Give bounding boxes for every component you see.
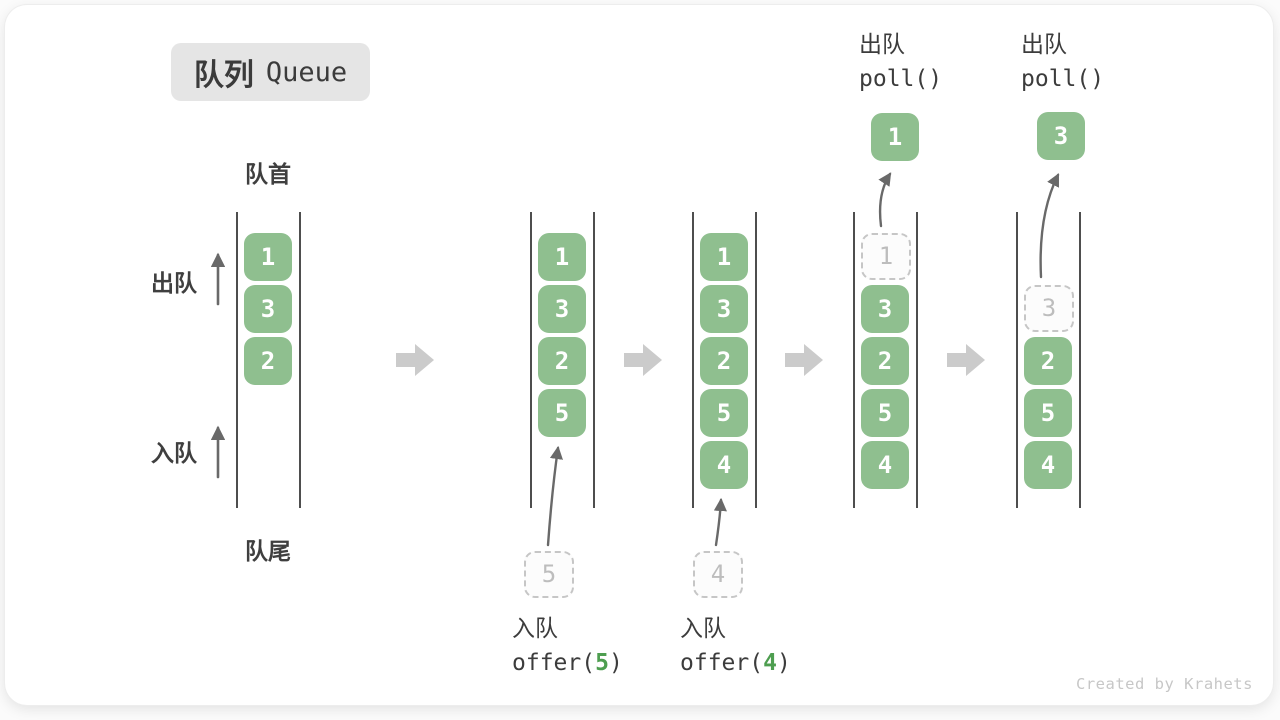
queue-item: 5 [1024,389,1072,437]
code-close: ) [776,650,791,676]
enqueue-op-code: offer(5) [512,645,623,682]
title-zh: 队列 [193,59,254,92]
queue-item: 1 [700,233,748,281]
queue-item: 4 [1024,441,1072,489]
dequeue-op-code: poll() [859,66,943,92]
column-line [853,212,855,508]
code-open: offer( [680,650,764,676]
label-dequeue-side: 出队 [151,270,197,296]
queue-item: 2 [1024,337,1072,385]
code-value: 5 [595,650,609,676]
right-arrow-icon [624,343,662,377]
queue-item: 4 [700,441,748,489]
column-line [530,212,532,508]
column-line [692,212,694,508]
column-line [236,212,238,508]
column-line [916,212,918,508]
dequeue-op-label: 出队 [1021,31,1067,57]
label-enqueue-side: 入队 [151,440,197,466]
queue-item: 2 [861,337,909,385]
queue-item: 3 [244,285,292,333]
diagram-title-box: 队列 Queue [171,43,370,101]
enqueue-op-1: 入队 offer(5) [512,611,623,682]
column-line [755,212,757,508]
enqueue-op-label: 入队 [512,615,558,641]
pending-item: 5 [524,551,574,598]
polled-item: 1 [871,113,919,161]
title-en: Queue [265,56,348,88]
removed-item-slot: 1 [861,233,911,280]
enqueue-op-2: 入队 offer(4) [680,611,791,682]
label-queue-rear: 队尾 [245,538,291,564]
code-open: offer( [512,650,596,676]
column-line [299,212,301,508]
queue-item: 2 [700,337,748,385]
polled-item: 3 [1037,112,1085,160]
watermark: Created by Krahets [1076,675,1253,693]
enqueue-op-label: 入队 [680,615,726,641]
queue-item: 5 [538,389,586,437]
queue-item: 3 [700,285,748,333]
queue-item: 2 [538,337,586,385]
queue-item: 5 [861,389,909,437]
column-line [1079,212,1081,508]
column-line [593,212,595,508]
queue-item: 1 [538,233,586,281]
queue-item: 5 [700,389,748,437]
queue-item: 1 [244,233,292,281]
dequeue-op-1: 出队 poll() [859,27,942,98]
column-line [1016,212,1018,508]
enqueue-op-code: offer(4) [680,645,791,682]
pending-item: 4 [693,551,743,598]
removed-item-slot: 3 [1024,285,1074,332]
right-arrow-icon [785,343,823,377]
code-value: 4 [763,650,777,676]
code-close: ) [608,650,623,676]
queue-item: 2 [244,337,292,385]
dequeue-op-2: 出队 poll() [1021,27,1104,98]
label-queue-front: 队首 [245,161,291,187]
right-arrow-icon [396,343,434,377]
queue-item: 3 [861,285,909,333]
dequeue-op-label: 出队 [859,31,905,57]
right-arrow-icon [947,343,985,377]
queue-item: 3 [538,285,586,333]
dequeue-op-code: poll() [1021,66,1105,92]
queue-item: 4 [861,441,909,489]
